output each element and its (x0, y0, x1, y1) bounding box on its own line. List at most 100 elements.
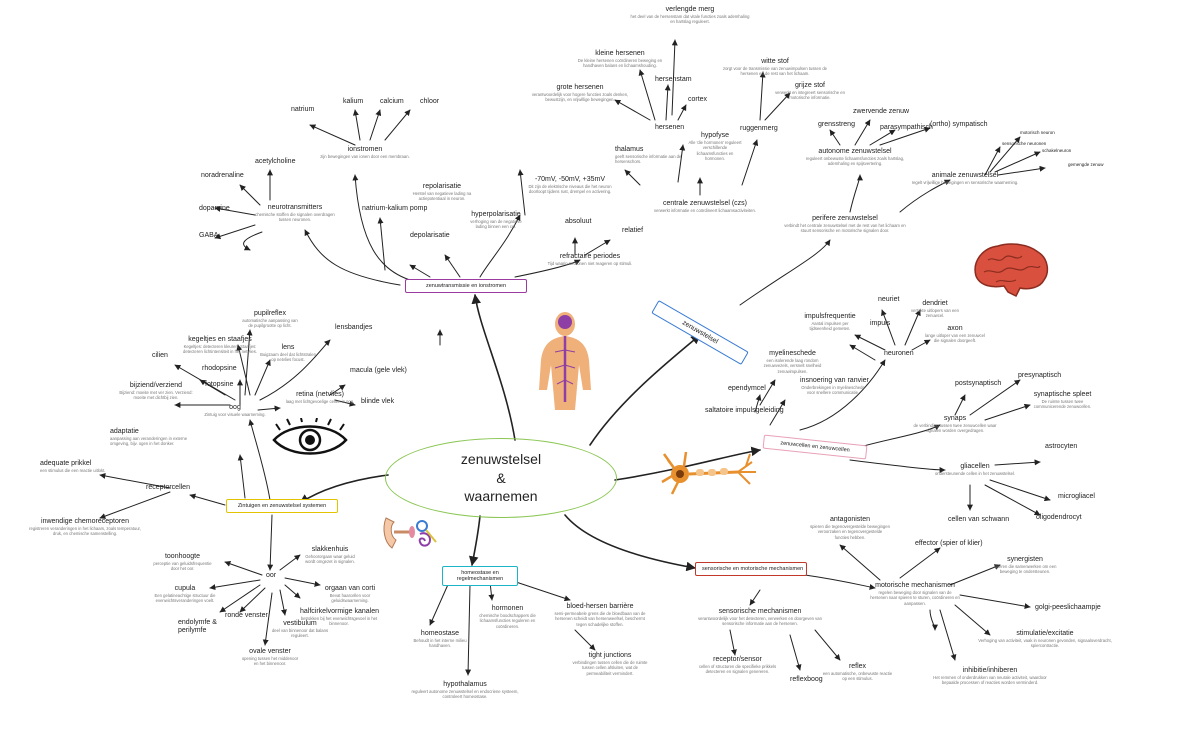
node-absoluut[interactable]: absoluut (565, 218, 592, 225)
node-lensbandjes[interactable]: lensbandjes (335, 324, 373, 331)
node-cortex[interactable]: cortex (688, 96, 708, 103)
node-kalium[interactable]: kalium (343, 98, 364, 105)
node-cns[interactable]: centrale zenuwstelsel (czs)verwerkt info… (654, 200, 756, 214)
node-neuriet[interactable]: neuriet (878, 296, 900, 303)
node-fotopsine[interactable]: fotopsine (205, 381, 234, 388)
node-calcium[interactable]: calcium (380, 98, 404, 105)
branch-homeostasis[interactable]: homeostase en regelmechanismen (442, 566, 518, 586)
node-sensorische-neuronen[interactable]: sensorische neuronen (1002, 141, 1047, 146)
center-topic[interactable]: zenuwstelsel & waarnemen (385, 438, 617, 518)
node-parasympathisch[interactable]: parasympathisch (880, 124, 933, 131)
node-receptorcellen[interactable]: receptorcellen (146, 484, 190, 491)
node-hersenstam[interactable]: hersenstam (655, 76, 692, 83)
node-oligodendrocyt[interactable]: oligodendrocyt (1036, 514, 1082, 521)
node-hersenen[interactable]: hersenen (655, 124, 685, 131)
node-presynaptisch[interactable]: presynaptisch (1018, 372, 1062, 379)
node-gaba[interactable]: GABA (199, 232, 219, 239)
node-depolarisatie[interactable]: depolarisatie (410, 232, 450, 239)
node-impuls[interactable]: impuls (870, 320, 891, 327)
node-natrium[interactable]: natrium (291, 106, 315, 113)
node-postsynaptisch[interactable]: postsynaptisch (955, 380, 1002, 387)
node-saltatoire[interactable]: saltatoire impulsgeleiding (705, 407, 784, 414)
node-noradrenaline[interactable]: noradrenaline (201, 172, 244, 179)
node-macula[interactable]: macula (gele vlek) (350, 367, 407, 374)
node-relatief[interactable]: relatief (622, 227, 644, 234)
node-gemengde-zenuw[interactable]: gemengde zenuw (1068, 162, 1104, 167)
node-neuronen[interactable]: neuronen (884, 350, 914, 357)
node-rhodopsine[interactable]: rhodopsine (202, 365, 237, 372)
node-dopamine[interactable]: dopamine (199, 205, 230, 212)
node-cilien[interactable]: cilien (152, 352, 168, 359)
node-effector[interactable]: effector (spier of klier) (915, 540, 983, 547)
node-ronde-venster[interactable]: ronde venster (225, 612, 268, 619)
branch-sensory-motor[interactable]: sensorische en motorische mechanismen (695, 562, 807, 576)
node-orthosympathisch[interactable]: (ortho) sympatisch (930, 121, 988, 128)
node-blinde-vlek[interactable]: blinde vlek (361, 398, 395, 405)
node-astrocyten[interactable]: astrocyten (1045, 443, 1078, 450)
node-retina[interactable]: retina (netvlies)laag met lichtgevoelige… (285, 391, 355, 405)
node-cellen-schwann[interactable]: cellen van schwann (948, 516, 1010, 523)
node-ependymcel[interactable]: ependymcel (728, 385, 766, 392)
node-motorisch-neuron[interactable]: motorisch neuron (1020, 130, 1055, 135)
node-reflexboog[interactable]: reflexboog (790, 676, 823, 683)
branch-senses[interactable]: Zintuigen en zenuwstelsel systemen (226, 499, 338, 513)
node-endolymfe[interactable]: endolymfe & perilymfe (178, 619, 217, 635)
node-microgliacel[interactable]: microgliacel (1058, 493, 1095, 500)
node-oor[interactable]: oor (266, 572, 277, 579)
node-schakelneuron[interactable]: schakelneuron (1042, 148, 1072, 153)
node-chloor[interactable]: chloor (420, 98, 440, 105)
node-natrium-kalium-pomp[interactable]: natrium-kalium pomp (362, 205, 428, 212)
node-acetylcholine[interactable]: acetylcholine (255, 158, 296, 165)
node-golgi[interactable]: golgi-peeslichaampje (1035, 604, 1101, 611)
